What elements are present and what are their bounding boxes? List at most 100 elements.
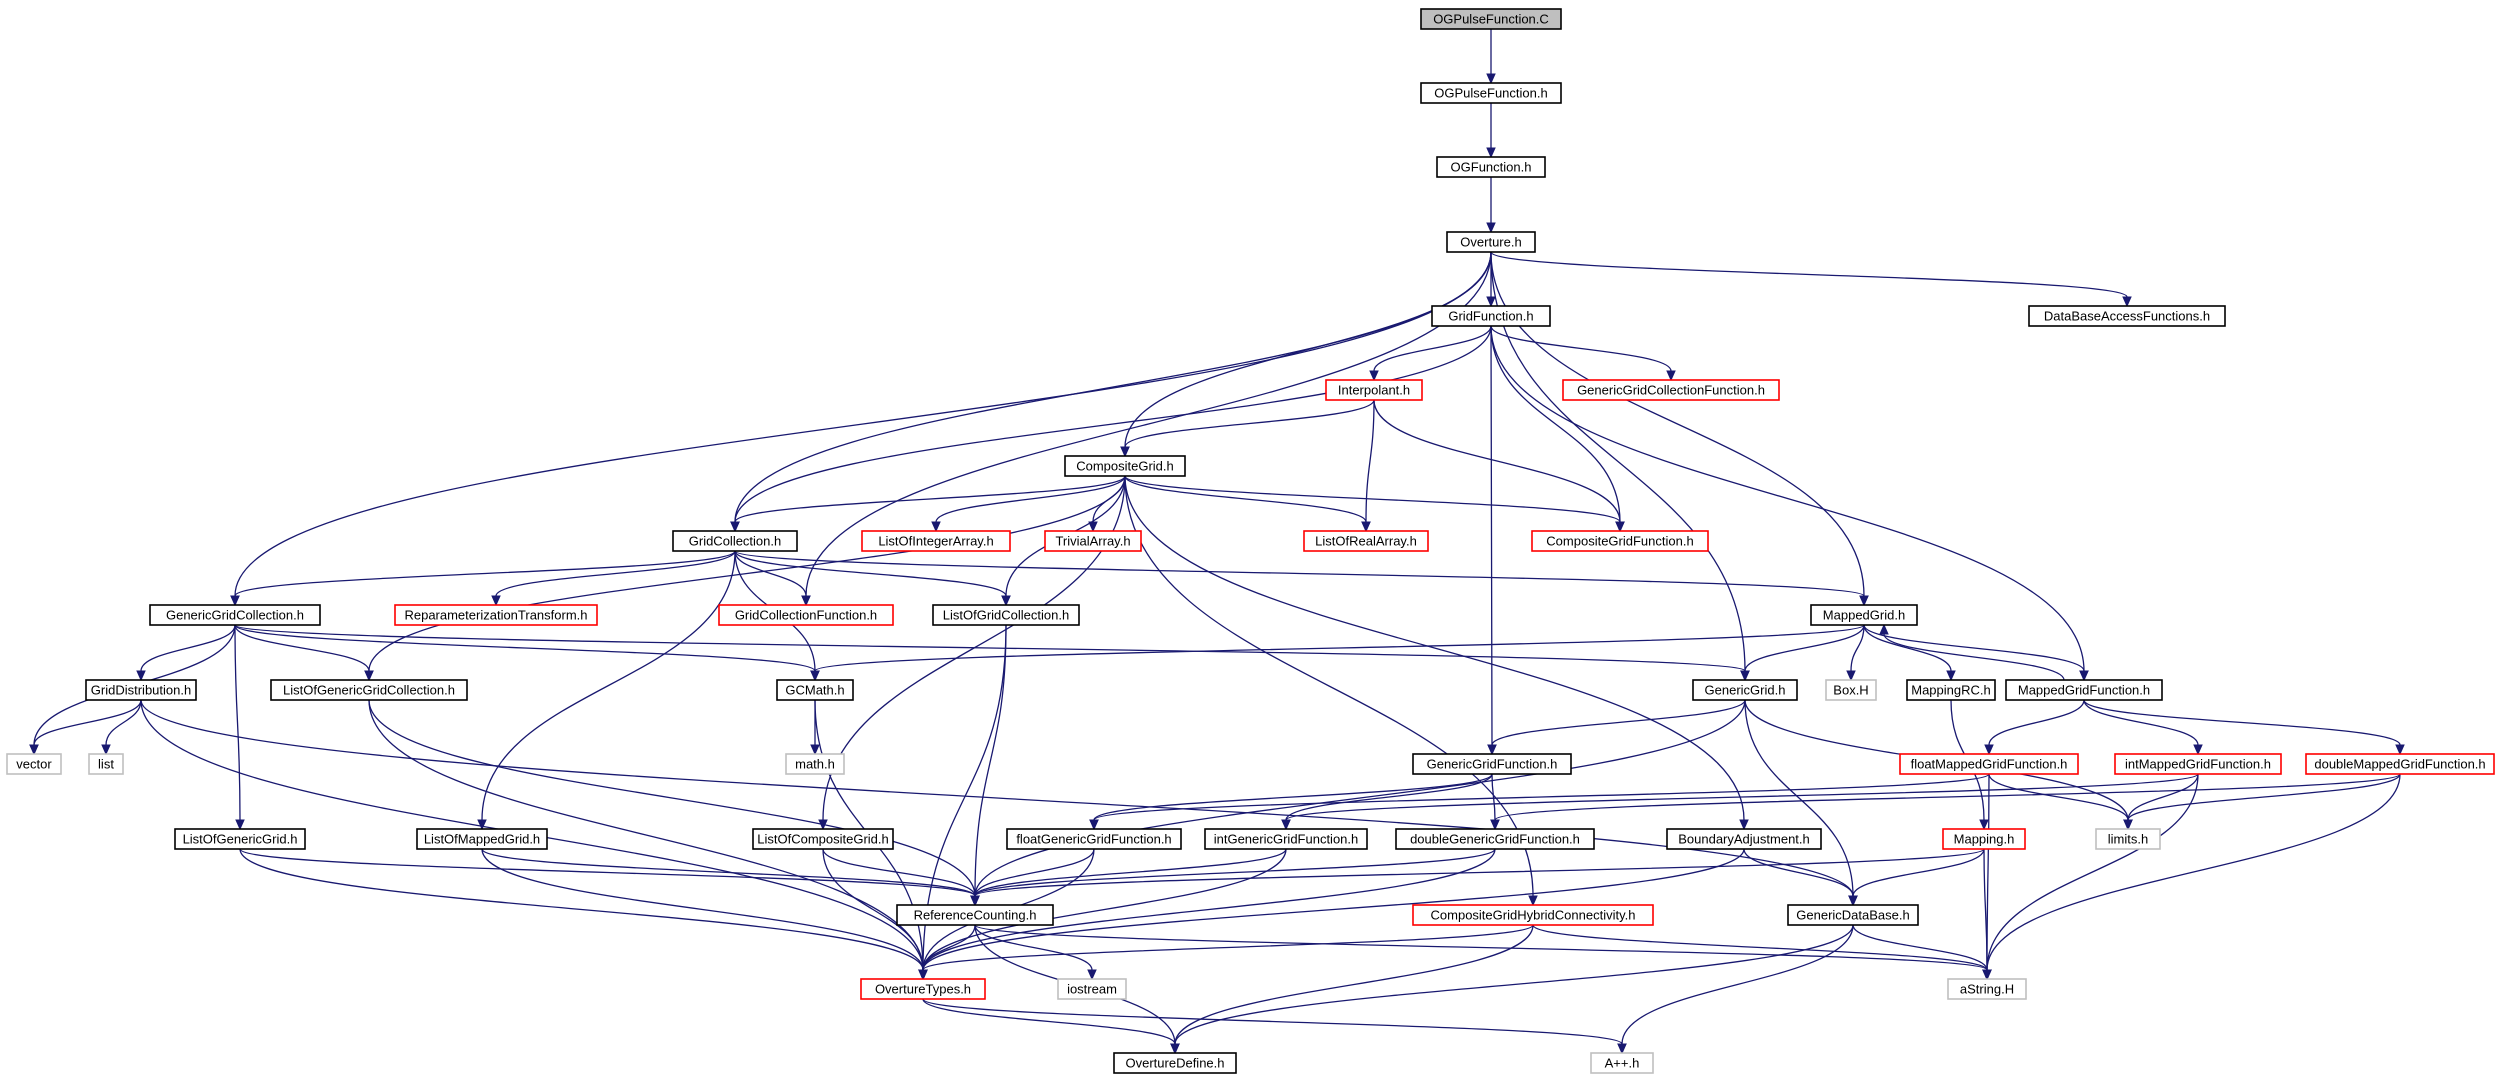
node-box — [1562, 379, 1780, 401]
node-interpolant-h[interactable]: Interpolant.h — [1325, 379, 1423, 401]
node-limits-h[interactable]: limits.h — [2095, 828, 2161, 850]
node-genericgrid-h[interactable]: GenericGrid.h — [1692, 679, 1798, 701]
arrowhead — [364, 670, 374, 682]
node-label: GenericGridCollectionFunction.h — [1577, 383, 1765, 398]
node-box — [1412, 753, 1572, 775]
node-ogpulsefunction-c[interactable]: OGPulseFunction.C — [1420, 8, 1562, 30]
node-listofmappedgrid-h[interactable]: ListOfMappedGrid.h — [416, 828, 548, 850]
edge-compositegridhybridconnectivity-h-to-overturetypes-h — [918, 924, 1534, 981]
node-box — [2305, 753, 2495, 775]
edge-floatmappedgridfunction-h-to-floatgenericgridfunction-h — [1089, 773, 1990, 831]
node-label: OGPulseFunction.h — [1434, 86, 1547, 101]
node-listofcompositegrid-h[interactable]: ListOfCompositeGrid.h — [752, 828, 894, 850]
node-ogfunction-h[interactable]: OGFunction.h — [1436, 156, 1546, 178]
edge-line — [234, 624, 816, 672]
node-mapping-h[interactable]: Mapping.h — [1942, 828, 2026, 850]
edge-line — [1285, 773, 1493, 821]
edge-line — [1490, 325, 1493, 746]
node-box — [1947, 978, 2027, 1000]
node-mappingrc-h[interactable]: MappingRC.h — [1906, 679, 1996, 701]
arrowhead — [2079, 670, 2089, 682]
node-box — [6, 753, 62, 775]
node-a-h[interactable]: A++.h — [1590, 1052, 1654, 1074]
edge-compositegrid-h-to-listofgenericgridcollection-h — [364, 475, 1126, 682]
node-listofgridcollection-h[interactable]: ListOfGridCollection.h — [932, 604, 1080, 626]
edge-gridcollection-h-to-listofgridcollection-h — [734, 550, 1011, 607]
node-iostream[interactable]: iostream — [1057, 978, 1127, 1000]
node-compositegrid-h[interactable]: CompositeGrid.h — [1064, 455, 1186, 477]
node-overture-h[interactable]: Overture.h — [1446, 231, 1536, 253]
node-gcmath-h[interactable]: GCMath.h — [776, 679, 854, 701]
node-box — [270, 679, 468, 701]
edge-line — [1883, 633, 2065, 681]
node-overturetypes-h[interactable]: OvertureTypes.h — [860, 978, 986, 1000]
node-label: CompositeGridFunction.h — [1546, 534, 1693, 549]
node-genericgridcollectionfunction-h[interactable]: GenericGridCollectionFunction.h — [1562, 379, 1780, 401]
node-compositegridfunction-h[interactable]: CompositeGridFunction.h — [1531, 530, 1709, 552]
node-boundaryadjustment-h[interactable]: BoundaryAdjustment.h — [1666, 828, 1822, 850]
node-label: limits.h — [2108, 832, 2148, 847]
node-box — [2095, 828, 2161, 850]
node-vector[interactable]: vector — [6, 753, 62, 775]
node-referencecounting-h[interactable]: ReferenceCounting.h — [896, 904, 1054, 926]
node-box — [1906, 679, 1996, 701]
node-label: OGFunction.h — [1451, 160, 1532, 175]
node-math-h[interactable]: math.h — [785, 753, 845, 775]
node-listofintegerarray-h[interactable]: ListOfIntegerArray.h — [861, 530, 1011, 552]
node-compositegridhybridconnectivity-h[interactable]: CompositeGridHybridConnectivity.h — [1412, 904, 1654, 926]
node-doublegenericgridfunction-h[interactable]: doubleGenericGridFunction.h — [1395, 828, 1595, 850]
edge-line — [1852, 848, 1985, 897]
node-astring-h[interactable]: aString.H — [1947, 978, 2027, 1000]
node-intgenericgridfunction-h[interactable]: intGenericGridFunction.h — [1204, 828, 1368, 850]
edge-gridcollection-h-to-mappedgrid-h — [734, 550, 1869, 607]
node-floatmappedgridfunction-h[interactable]: floatMappedGridFunction.h — [1899, 753, 2079, 775]
node-listofrealarray-h[interactable]: ListOfRealArray.h — [1303, 530, 1429, 552]
edge-line — [974, 624, 1007, 897]
edge-line — [974, 848, 1985, 897]
node-reparameterizationtransform-h[interactable]: ReparameterizationTransform.h — [394, 604, 598, 626]
node-trivialarray-h[interactable]: TrivialArray.h — [1044, 530, 1142, 552]
node-gridcollectionfunction-h[interactable]: GridCollectionFunction.h — [718, 604, 894, 626]
edge-line — [734, 550, 1007, 597]
arrowhead — [810, 744, 820, 756]
node-list[interactable]: list — [88, 753, 124, 775]
node-box — [1006, 828, 1182, 850]
edge-line — [1124, 475, 1621, 523]
node-listofgenericgridcollection-h[interactable]: ListOfGenericGridCollection.h — [270, 679, 468, 701]
node-label: ListOfCompositeGrid.h — [757, 832, 889, 847]
node-mappedgrid-h[interactable]: MappedGrid.h — [1810, 604, 1918, 626]
node-griddistribution-h[interactable]: GridDistribution.h — [85, 679, 197, 701]
node-doublemappedgridfunction-h[interactable]: doubleMappedGridFunction.h — [2305, 753, 2495, 775]
node-label: OGPulseFunction.C — [1433, 12, 1549, 27]
node-ogpulsefunction-h[interactable]: OGPulseFunction.h — [1420, 82, 1562, 104]
edge-interpolant-h-to-listofrealarray-h — [1361, 399, 1375, 533]
arrowhead — [918, 969, 928, 981]
edge-listofcompositegrid-h-to-referencecounting-h — [822, 848, 980, 907]
node-floatgenericgridfunction-h[interactable]: floatGenericGridFunction.h — [1006, 828, 1182, 850]
arrowhead — [1486, 222, 1496, 234]
arrowhead — [1281, 819, 1291, 831]
node-listofgenericgrid-h[interactable]: ListOfGenericGrid.h — [174, 828, 306, 850]
arrowhead — [1089, 819, 1099, 831]
arrowhead — [101, 744, 111, 756]
edge-line — [1490, 251, 2128, 298]
node-databaseaccessfunctions-h[interactable]: DataBaseAccessFunctions.h — [2028, 305, 2226, 327]
node-label: OvertureDefine.h — [1126, 1056, 1225, 1071]
node-box-h[interactable]: Box.H — [1825, 679, 1877, 701]
node-genericgridfunction-h[interactable]: GenericGridFunction.h — [1412, 753, 1572, 775]
node-gridcollection-h[interactable]: GridCollection.h — [672, 530, 798, 552]
edge-line — [140, 699, 1854, 897]
node-genericdatabase-h[interactable]: GenericDataBase.h — [1787, 904, 1919, 926]
edge-line — [1852, 924, 1988, 971]
node-box — [896, 904, 1054, 926]
edge-intgenericgridfunction-h-to-referencecounting-h — [970, 848, 1287, 907]
node-label: TrivialArray.h — [1055, 534, 1130, 549]
node-intmappedgridfunction-h[interactable]: intMappedGridFunction.h — [2114, 753, 2282, 775]
node-overturedefine-h[interactable]: OvertureDefine.h — [1113, 1052, 1237, 1074]
node-box — [718, 604, 894, 626]
edge-line — [1986, 773, 2199, 971]
node-mappedgridfunction-h[interactable]: MappedGridFunction.h — [2005, 679, 2163, 701]
node-label: doubleGenericGridFunction.h — [1410, 832, 1580, 847]
node-genericgridcollection-h[interactable]: GenericGridCollection.h — [149, 604, 321, 626]
node-gridfunction-h[interactable]: GridFunction.h — [1431, 305, 1551, 327]
